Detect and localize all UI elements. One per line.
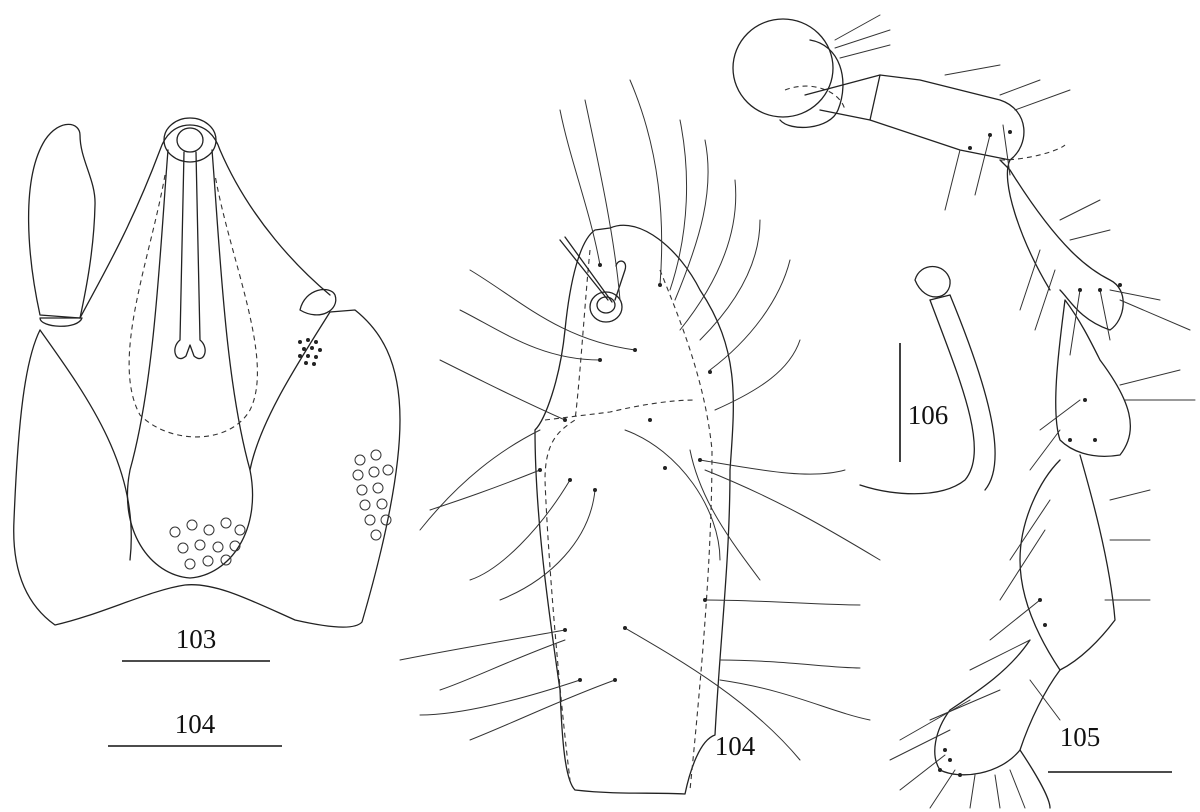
figure-103-drawing: [13, 117, 401, 628]
figure-106-drawing: [859, 265, 996, 495]
label-104-scale: 104: [175, 709, 216, 739]
figure-105-drawing: [732, 14, 1196, 809]
label-106: 106: [908, 400, 949, 430]
label-105: 105: [1060, 722, 1101, 752]
figure-104-drawing: [399, 79, 881, 795]
label-104-main: 104: [715, 731, 756, 761]
label-103: 103: [176, 624, 217, 654]
